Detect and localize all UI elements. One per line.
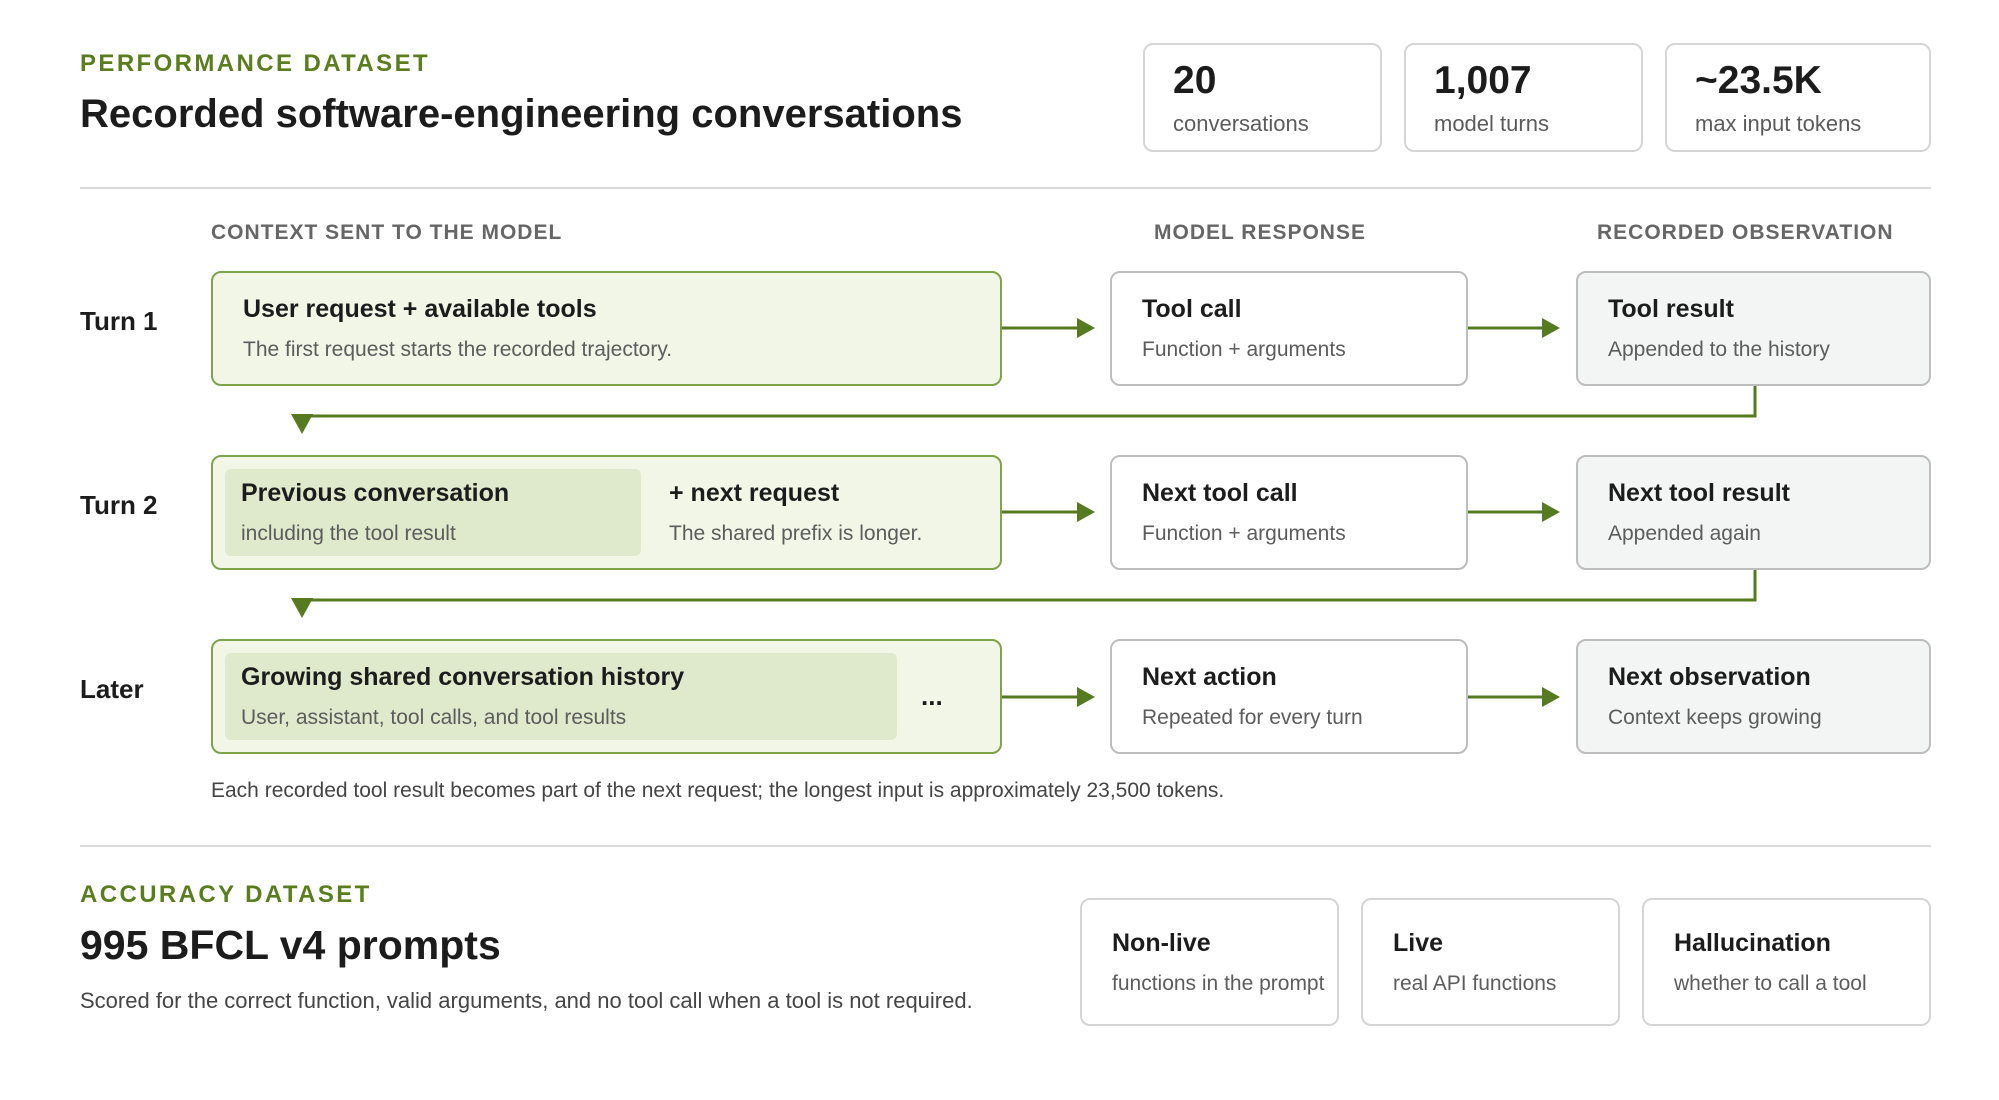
- arrowhead: [291, 598, 313, 618]
- row-label-later: Later: [80, 674, 144, 704]
- box-subtitle: Repeated for every turn: [1142, 706, 1363, 729]
- category-title: Live: [1393, 928, 1444, 957]
- category-subtitle: real API functions: [1393, 971, 1557, 995]
- turn2-context-box: Previous conversation including the tool…: [211, 455, 1002, 570]
- arrowhead: [1077, 502, 1095, 522]
- arrowhead: [1542, 687, 1560, 707]
- column-header-observation: RECORDED OBSERVATION: [1597, 221, 1894, 244]
- box-title: User request + available tools: [243, 295, 597, 323]
- block-subtitle: including the tool result: [241, 522, 456, 545]
- box-subtitle: Appended again: [1608, 522, 1761, 545]
- turn1-response-box: Tool call Function + arguments: [1110, 271, 1468, 386]
- block-subtitle: User, assistant, tool calls, and tool re…: [241, 706, 627, 729]
- footnote: Each recorded tool result becomes part o…: [211, 779, 1225, 802]
- category-subtitle: functions in the prompt: [1112, 971, 1325, 995]
- divider-bottom: [80, 845, 1931, 847]
- growing-history-block: Growing shared conversation history User…: [225, 653, 897, 740]
- box-subtitle: Function + arguments: [1142, 522, 1346, 545]
- arrowhead: [1542, 318, 1560, 338]
- stat-value: 1,007: [1434, 59, 1532, 102]
- block-title: + next request: [669, 479, 840, 507]
- accuracy-kicker: ACCURACY DATASET: [80, 881, 372, 908]
- later-response-box: Next action Repeated for every turn: [1110, 639, 1468, 754]
- block-title: Previous conversation: [241, 479, 510, 507]
- row-label-turn-2: Turn 2: [80, 490, 158, 520]
- later-observation-box: Next observation Context keeps growing: [1576, 639, 1931, 754]
- stat-value: ~23.5K: [1695, 59, 1822, 102]
- box-title: Next tool result: [1608, 479, 1790, 507]
- stat-label: max input tokens: [1695, 111, 1862, 136]
- performance-kicker: PERFORMANCE DATASET: [80, 50, 431, 77]
- box-subtitle: Function + arguments: [1142, 338, 1346, 361]
- ellipsis: ...: [921, 681, 943, 711]
- block-subtitle: The shared prefix is longer.: [669, 522, 923, 545]
- box-title: Tool result: [1608, 295, 1734, 323]
- category-title: Hallucination: [1674, 928, 1831, 957]
- stat-max-input-tokens: ~23.5K max input tokens: [1665, 43, 1931, 152]
- stat-label: conversations: [1173, 111, 1309, 136]
- category-subtitle: whether to call a tool: [1674, 971, 1867, 995]
- box-title: Next action: [1142, 663, 1277, 691]
- performance-title: Recorded software-engineering conversati…: [80, 92, 963, 136]
- accuracy-subtitle: Scored for the correct function, valid a…: [80, 988, 973, 1013]
- arrowhead: [1542, 502, 1560, 522]
- box-subtitle: The first request starts the recorded tr…: [243, 338, 673, 361]
- loop-back-turn2-to-later: [300, 570, 1757, 604]
- box-title: Next tool call: [1142, 479, 1298, 507]
- later-context-box: Growing shared conversation history User…: [211, 639, 1002, 754]
- category-title: Non-live: [1112, 928, 1211, 957]
- box-title: Next observation: [1608, 663, 1811, 691]
- column-header-context: CONTEXT SENT TO THE MODEL: [211, 221, 563, 244]
- box-title: Tool call: [1142, 295, 1242, 323]
- category-hallucination: Hallucination whether to call a tool: [1642, 898, 1931, 1026]
- box-subtitle: Context keeps growing: [1608, 706, 1822, 729]
- arrowhead: [1077, 687, 1095, 707]
- next-request-block: + next request The shared prefix is long…: [641, 469, 922, 556]
- stat-label: model turns: [1434, 111, 1549, 136]
- column-header-response: MODEL RESPONSE: [1154, 221, 1366, 244]
- category-live: Live real API functions: [1361, 898, 1620, 1026]
- accuracy-title: 995 BFCL v4 prompts: [80, 922, 501, 968]
- category-non-live: Non-live functions in the prompt: [1080, 898, 1339, 1026]
- row-label-turn-1: Turn 1: [80, 306, 158, 336]
- stat-value: 20: [1173, 59, 1217, 102]
- divider-top: [80, 187, 1931, 189]
- arrowhead: [1077, 318, 1095, 338]
- stat-model-turns: 1,007 model turns: [1404, 43, 1643, 152]
- box-subtitle: Appended to the history: [1608, 338, 1830, 361]
- previous-conversation-block: Previous conversation including the tool…: [225, 469, 641, 556]
- block-title: Growing shared conversation history: [241, 663, 685, 691]
- turn1-context-box: User request + available tools The first…: [211, 271, 1002, 386]
- turn1-observation-box: Tool result Appended to the history: [1576, 271, 1931, 386]
- turn2-observation-box: Next tool result Appended again: [1576, 455, 1931, 570]
- arrowhead: [291, 414, 313, 434]
- turn2-response-box: Next tool call Function + arguments: [1110, 455, 1468, 570]
- stat-conversations: 20 conversations: [1143, 43, 1382, 152]
- loop-back-turn1-to-turn2: [300, 386, 1757, 420]
